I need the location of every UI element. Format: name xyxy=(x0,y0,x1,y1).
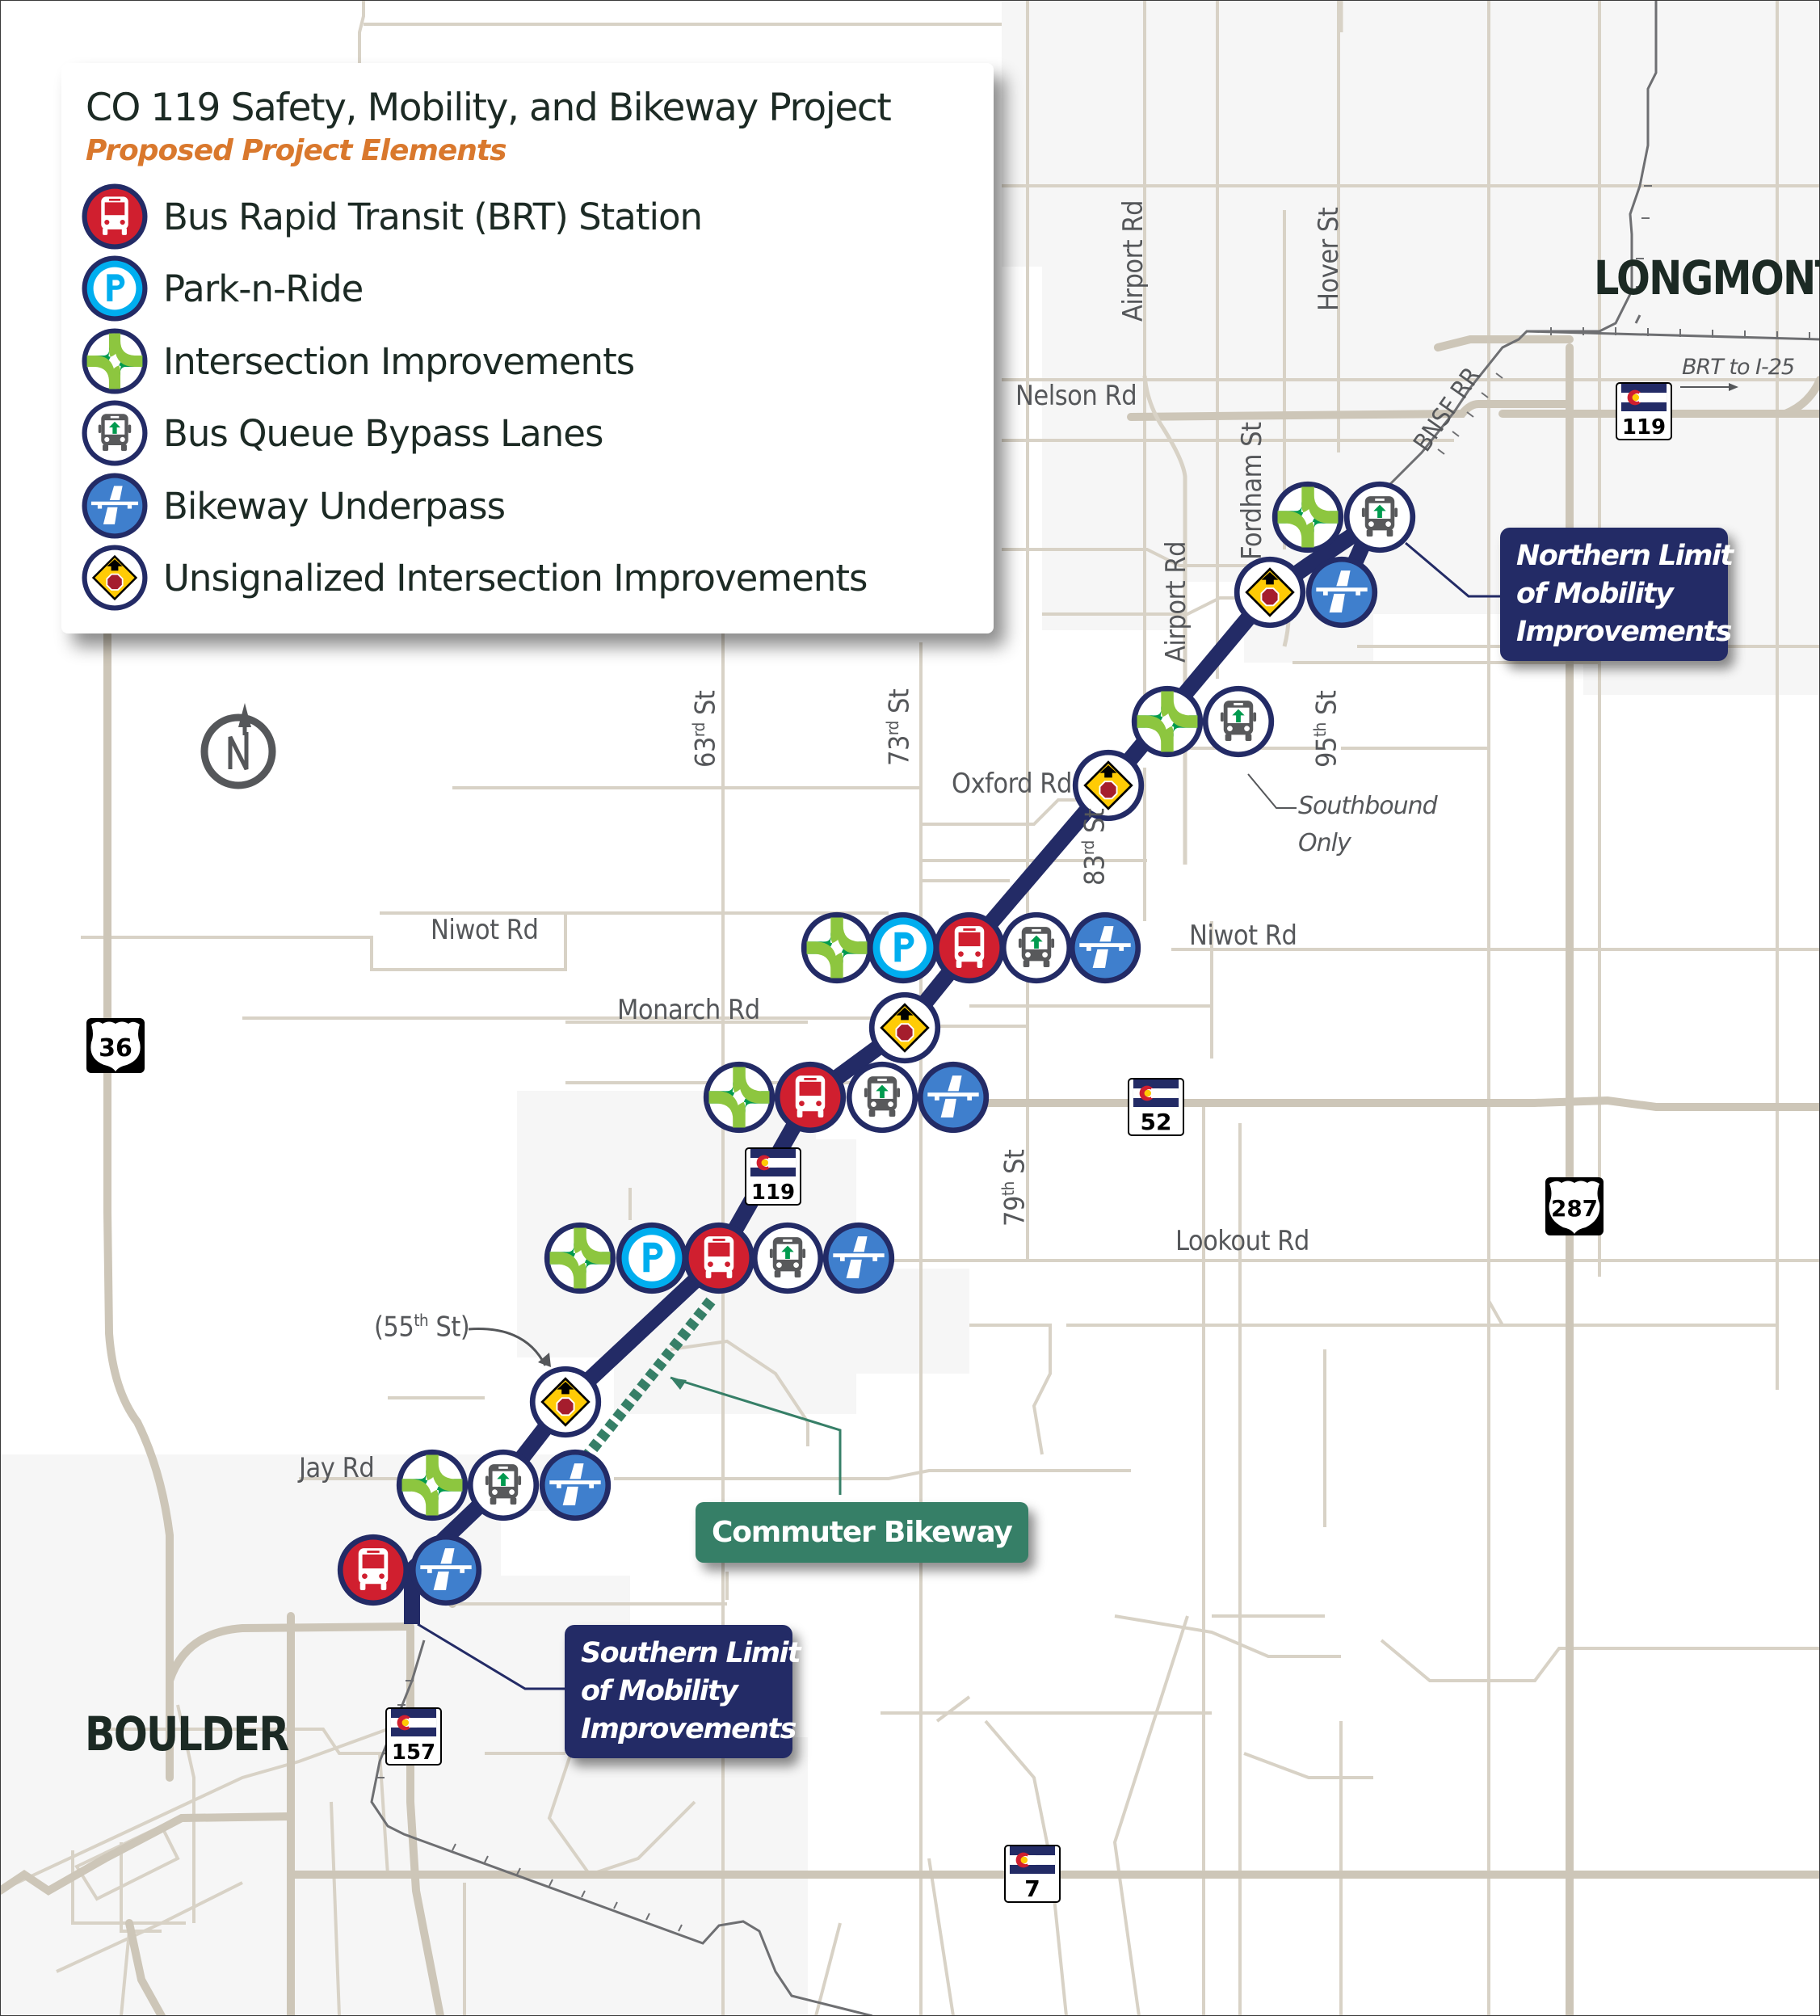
bus-queue-bypass-icon[interactable] xyxy=(1000,911,1073,984)
bikeway-underpass-icon[interactable] xyxy=(539,1449,612,1521)
road-label-hover-st: Hover St xyxy=(1313,207,1345,311)
unsignalized-intersection-icon[interactable] xyxy=(868,991,941,1064)
brt-to-i25-note: BRT to I-25 xyxy=(1682,355,1795,380)
bus-queue-bypass-icon[interactable] xyxy=(846,1061,918,1134)
road-label-jay-rd: Jay Rd xyxy=(299,1452,375,1484)
intersection-improvements-icon[interactable] xyxy=(1131,685,1204,758)
airport-rd-cluster xyxy=(1131,685,1275,758)
55th-st-cluster xyxy=(529,1366,602,1438)
park-n-ride-icon xyxy=(82,255,148,322)
road-label-fordham-st: Fordham St xyxy=(1236,422,1268,560)
us-36-shield: 36 xyxy=(86,1018,145,1073)
brt-station-icon[interactable] xyxy=(933,911,1006,984)
svg-text:7: 7 xyxy=(1024,1875,1040,1902)
intersection-improvements-icon xyxy=(82,328,148,394)
svg-text:119: 119 xyxy=(1622,415,1666,440)
road-label-nelson-rd: Nelson Rd xyxy=(1015,380,1137,412)
southbound-only-note: Southbound Only xyxy=(1298,792,1438,857)
legend-item-unsignalized-intersection: Unsignalized Intersection Improvements xyxy=(79,543,868,612)
bikeway-underpass-icon[interactable] xyxy=(917,1061,990,1134)
road-label-niwot-rd-west: Niwot Rd xyxy=(431,914,539,946)
park-n-ride-icon[interactable] xyxy=(867,911,939,984)
road-label-monarch-rd: Monarch Rd xyxy=(617,994,760,1026)
map-subtitle: Proposed Project Elements xyxy=(86,134,507,167)
road-label-83rd-st: 83rd St xyxy=(1078,808,1112,886)
northern-limit-callout: Northern Limit of Mobility Improvements xyxy=(1500,528,1734,661)
co-52-shield: 52 xyxy=(1128,1078,1184,1136)
intersection-improvements-icon[interactable] xyxy=(703,1061,775,1134)
bikeway-underpass-icon[interactable] xyxy=(1305,556,1378,629)
rail-ticks xyxy=(376,185,1810,1932)
map-title: CO 119 Safety, Mobility, and Bikeway Pro… xyxy=(86,86,892,130)
svg-text:52: 52 xyxy=(1141,1109,1172,1135)
co-157-shield: 157 xyxy=(385,1707,442,1766)
bikeway-underpass-icon[interactable] xyxy=(822,1222,895,1294)
city-label-longmont: LONGMONT xyxy=(1594,250,1820,305)
southern-limit-callout: Southern Limit of Mobility Improvements xyxy=(565,1625,801,1758)
bikeway-underpass-icon xyxy=(82,473,148,539)
leader-lines xyxy=(417,383,1738,1690)
road-label-95th-st: 95th St xyxy=(1310,690,1343,768)
road-label-79th-st: 79th St xyxy=(998,1149,1032,1227)
legend-item-bus-queue-bypass: Bus Queue Bypass Lanes xyxy=(79,398,603,468)
us-287-shield: 287 xyxy=(1545,1177,1604,1235)
legend-item-park-n-ride: Park-n-Ride xyxy=(79,254,364,323)
road-label-lookout-rd: Lookout Rd xyxy=(1175,1225,1309,1257)
intersection-improvements-icon[interactable] xyxy=(544,1222,616,1294)
intersection-improvements-icon[interactable] xyxy=(801,911,873,984)
brt-station-icon[interactable] xyxy=(683,1222,755,1294)
legend-label: Bus Queue Bypass Lanes xyxy=(163,411,603,455)
north-arrow-icon xyxy=(200,703,276,789)
lookout-rd-cluster xyxy=(544,1222,895,1294)
commuter-bikeway-callout: Commuter Bikeway xyxy=(696,1502,1028,1563)
unsignalized-intersection-icon[interactable] xyxy=(529,1366,602,1438)
bus-queue-bypass-icon[interactable] xyxy=(1343,481,1416,553)
road-label-niwot-rd-east: Niwot Rd xyxy=(1189,920,1297,952)
legend-label: Park-n-Ride xyxy=(163,267,364,310)
city-label-boulder: BOULDER xyxy=(85,1707,289,1761)
brt-station-icon[interactable] xyxy=(337,1534,410,1606)
bus-queue-bypass-icon[interactable] xyxy=(751,1222,824,1294)
legend-label: Bikeway Underpass xyxy=(163,484,506,528)
bikeway-underpass-icon[interactable] xyxy=(410,1534,482,1606)
co-7-shield: 7 xyxy=(1004,1845,1061,1903)
legend-panel: CO 119 Safety, Mobility, and Bikeway Pro… xyxy=(61,63,994,633)
legend-label: Bus Rapid Transit (BRT) Station xyxy=(163,195,703,238)
road-label-73rd-st: 73rd St xyxy=(883,688,916,766)
legend-label: Unsignalized Intersection Improvements xyxy=(163,556,868,600)
co-119-shield-mid: 119 xyxy=(745,1147,801,1206)
road-label-airport-rd-south: Airport Rd xyxy=(1160,541,1192,663)
unsignalized-intersection-icon[interactable] xyxy=(1234,556,1306,629)
legend-item-bikeway-underpass: Bikeway Underpass xyxy=(79,471,506,541)
svg-text:287: 287 xyxy=(1551,1195,1598,1222)
unsignalized-intersection-icon xyxy=(82,545,148,611)
legend-item-intersection-improvements: Intersection Improvements xyxy=(79,326,635,396)
niwot-rd-cluster xyxy=(801,911,1141,984)
jay-rd-cluster xyxy=(396,1449,612,1521)
legend-item-brt-station: Bus Rapid Transit (BRT) Station xyxy=(79,182,703,251)
commuter-bikeway-line xyxy=(577,1297,716,1467)
bus-queue-bypass-icon xyxy=(82,400,148,466)
bikeway-underpass-icon[interactable] xyxy=(1069,911,1141,984)
road-label-airport-rd-north: Airport Rd xyxy=(1117,200,1150,322)
road-label-63rd-st: 63rd St xyxy=(689,690,722,768)
co-119-shield-north: 119 xyxy=(1616,382,1672,440)
legend-label: Intersection Improvements xyxy=(163,339,635,383)
svg-text:36: 36 xyxy=(99,1034,132,1063)
brt-station-icon xyxy=(82,183,148,250)
svg-text:157: 157 xyxy=(392,1740,435,1765)
svg-text:119: 119 xyxy=(751,1181,795,1205)
intersection-improvements-icon[interactable] xyxy=(396,1449,469,1521)
park-n-ride-icon[interactable] xyxy=(616,1222,688,1294)
brt-station-icon[interactable] xyxy=(774,1061,847,1134)
bus-queue-bypass-icon[interactable] xyxy=(1202,685,1275,758)
road-label-oxford-rd: Oxford Rd xyxy=(952,768,1072,800)
road-label-55th-st: (55th St) xyxy=(374,1311,470,1344)
bus-queue-bypass-icon[interactable] xyxy=(467,1449,540,1521)
niwot-south-cluster xyxy=(868,991,941,1064)
intersection-improvements-icon[interactable] xyxy=(1271,481,1344,553)
